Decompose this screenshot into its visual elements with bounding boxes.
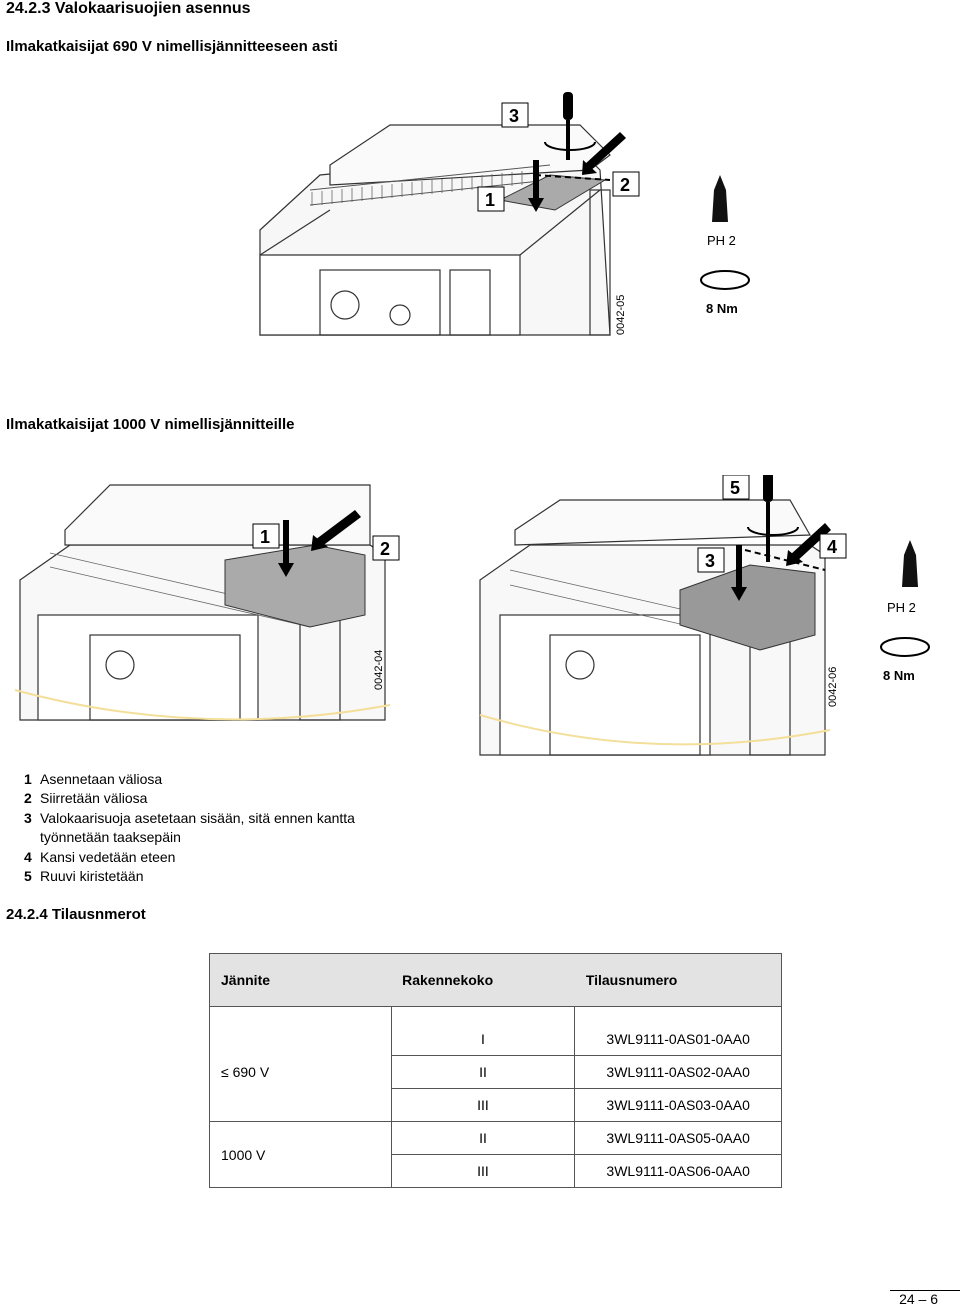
order-number-table: Jännite Rakennekoko Tilausnumero ≤ 690 V… [209, 953, 782, 1188]
header-voltage: Jännite [209, 953, 392, 1007]
header-order-number: Tilausnumero [574, 953, 782, 1007]
table-row: III 3WL9111-0AS06-0AA0 [210, 1154, 782, 1188]
figure-690v: 3 1 2 PH 2 8 Nm 0042-05 [250, 80, 950, 360]
section-title: 24.2.3 Valokaarisuojien asennus [6, 0, 251, 17]
figure-code-2: 0042-04 [373, 650, 385, 690]
header-size: Rakennekoko [391, 953, 575, 1007]
voltage-cell: 690 V [232, 1064, 270, 1080]
callout-2: 2 [620, 175, 630, 195]
table-row: ≤ 690 V I 3WL9111-0AS01-0AA0 [209, 1023, 782, 1122]
figure-1000v: 1 2 0042-04 5 3 4 0042-06 PH 2 [10, 475, 960, 760]
tool-label-2: PH 2 [887, 600, 916, 615]
figure-code-3: 0042-06 [827, 667, 839, 707]
callout-1: 1 [485, 190, 495, 210]
callout-3b: 3 [705, 551, 715, 571]
page-number: 24 – 6 [899, 1291, 938, 1307]
callout-2b: 2 [380, 539, 390, 559]
table-row: 1000 V II 3WL9111-0AS05-0AA0 [209, 1121, 782, 1188]
footer-rule [890, 1290, 960, 1291]
order-numbers-title: 24.2.4 Tilausnmerot [6, 906, 146, 923]
callout-5: 5 [730, 478, 740, 498]
table-row: III 3WL9111-0AS03-0AA0 [210, 1088, 782, 1122]
table-row: II 3WL9111-0AS02-0AA0 [210, 1055, 782, 1089]
subtitle-1000v: Ilmakatkaisijat 1000 V nimellisjännittei… [6, 416, 295, 433]
screwdriver-tip-icon-2 [902, 540, 918, 587]
less-or-equal-icon: ≤ [221, 1064, 229, 1080]
callout-1b: 1 [260, 527, 270, 547]
tool-label: PH 2 [707, 233, 736, 248]
torque-label: 8 Nm [706, 301, 738, 316]
callout-3: 3 [509, 106, 519, 126]
screwdriver-tip-icon [712, 175, 728, 222]
callout-4: 4 [827, 537, 837, 557]
figure-code: 0042-05 [615, 295, 627, 335]
torque-arrow-icon [700, 270, 750, 290]
torque-label-2: 8 Nm [883, 668, 915, 683]
subtitle-690v: Ilmakatkaisijat 690 V nimellisjännittees… [6, 38, 338, 55]
voltage-cell: 1000 V [209, 1121, 392, 1188]
torque-arrow-icon-2 [880, 637, 930, 657]
